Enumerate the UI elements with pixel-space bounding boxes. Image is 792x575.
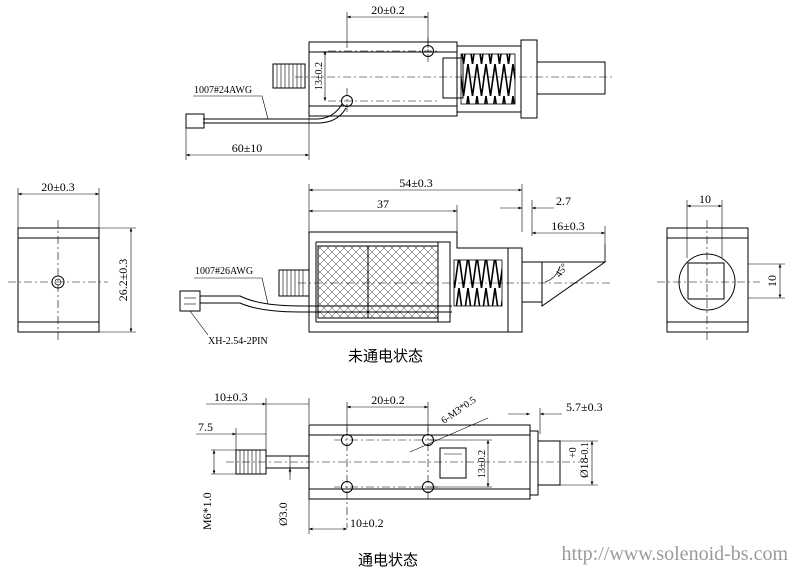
- main-dim-gap: 2.7: [556, 194, 571, 208]
- top-dim-vertical: 13±0.2: [314, 62, 325, 90]
- bottom-tol-lower: -0.1: [580, 442, 591, 458]
- bottom-dim-stub: 7.5: [198, 420, 213, 434]
- left-dim-height: 26.2±0.3: [116, 259, 130, 302]
- bottom-dim-hole-x: 10±0.2: [350, 516, 384, 530]
- bottom-caption: 通电状态: [358, 551, 418, 569]
- bottom-thread-label: M6*1.0: [200, 492, 214, 530]
- bottom-dim-plunger: 5.7±0.3: [566, 400, 603, 414]
- bottom-dim-vertical: 13±0.2: [477, 450, 488, 478]
- bottom-holes-label: 6-M3*0.5: [439, 395, 478, 427]
- right-view: 10 10: [657, 192, 785, 342]
- right-dim-height: 10: [765, 275, 779, 287]
- main-angle: 45°: [553, 262, 570, 280]
- bottom-view: 10±0.3 7.5 20±0.2 6-M3*0.5 5.7±0.3: [196, 390, 603, 569]
- bottom-dim-pitch: 20±0.2: [371, 393, 405, 407]
- left-view: 20±0.3 26.2±0.3: [8, 180, 136, 342]
- top-dim-pitch: 20±0.2: [371, 3, 405, 17]
- left-dim-width: 20±0.3: [41, 180, 75, 194]
- watermark-url: http://www.solenoid-bs.com: [562, 543, 789, 565]
- main-connector-label: XH-2.54-2PIN: [208, 336, 268, 347]
- main-wire-label: 1007#26AWG: [195, 266, 253, 277]
- top-view: 20±0.2 13±0.2 1007#24AWG: [185, 3, 615, 160]
- top-wire-label: 1007#24AWG: [194, 85, 252, 96]
- bottom-diam-3: Ø3.0: [276, 502, 290, 526]
- main-view: 54±0.3 37 2.7 16±0.3 45°: [179, 176, 610, 365]
- right-dim-width: 10: [699, 192, 711, 206]
- main-caption: 未通电状态: [348, 347, 423, 365]
- main-dim-plunger: 16±0.3: [551, 219, 585, 233]
- bottom-dim-diam-18: Ø18: [577, 457, 591, 478]
- main-dim-body: 37: [377, 197, 389, 211]
- bottom-tol-upper: +0: [568, 447, 579, 458]
- bottom-dim-thread-len: 10±0.3: [214, 390, 248, 404]
- top-dim-lead: 60±10: [232, 141, 263, 155]
- main-dim-total: 54±0.3: [399, 176, 433, 190]
